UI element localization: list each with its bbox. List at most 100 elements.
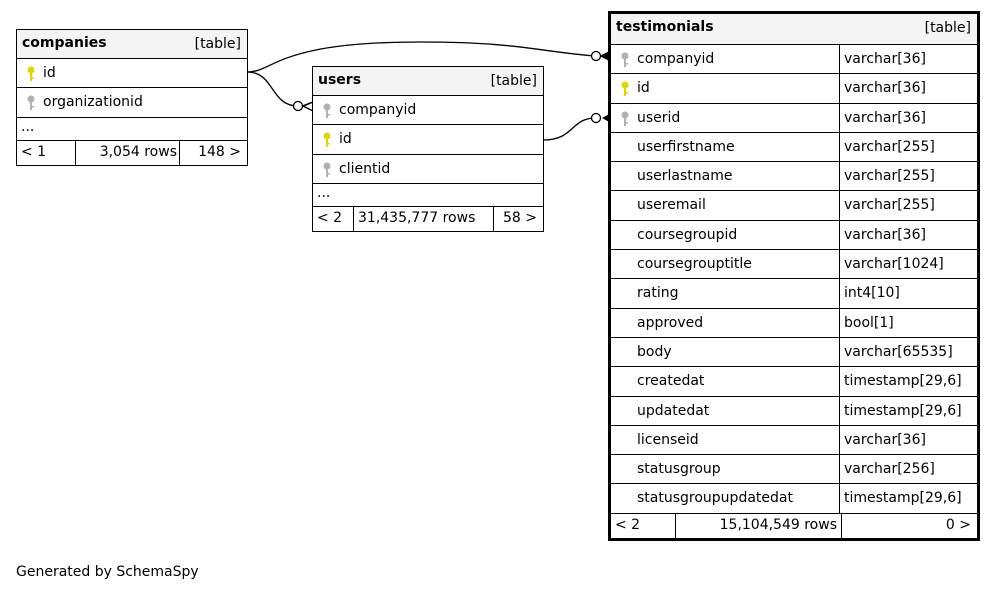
- column-name: coursegrouptitle: [637, 256, 752, 273]
- link-optional-marker: [590, 50, 602, 62]
- column-type: varchar[36]: [839, 45, 977, 74]
- column-type: varchar[255]: [839, 162, 977, 191]
- parent-count[interactable]: < 2: [317, 209, 343, 226]
- table-type: [table]: [194, 36, 241, 52]
- column-row-createdat[interactable]: createdat timestamp[29,6]: [611, 367, 977, 397]
- column-name: id: [43, 65, 56, 81]
- table-users[interactable]: users [table] companyid id clientid ... …: [312, 66, 544, 232]
- parent-count[interactable]: < 2: [615, 516, 641, 533]
- column-name: organizationid: [43, 94, 143, 111]
- column-name: useremail: [637, 197, 706, 214]
- column-row-companyid[interactable]: companyid varchar[36]: [611, 45, 977, 75]
- column-type: varchar[36]: [839, 425, 977, 455]
- column-row-statusgroup[interactable]: statusgroup varchar[256]: [611, 455, 977, 485]
- link-companies-testimonials: [246, 41, 597, 73]
- column-type: varchar[255]: [839, 132, 977, 162]
- column-name: body: [637, 343, 672, 360]
- column-name: companyid: [339, 102, 417, 118]
- parent-count[interactable]: < 1: [21, 143, 47, 160]
- link-companies-users: [246, 71, 299, 107]
- column-name: userid: [637, 109, 681, 126]
- column-type: varchar[36]: [839, 220, 977, 250]
- foreign-key-icon: [323, 103, 331, 118]
- table-name[interactable]: users: [318, 72, 362, 88]
- primary-key-icon: [323, 132, 331, 148]
- column-row-userfirstname[interactable]: userfirstname varchar[255]: [611, 132, 977, 163]
- row-count: 31,435,777 rows: [358, 209, 476, 226]
- column-name: updatedat: [637, 402, 710, 419]
- primary-key-icon: [621, 81, 629, 97]
- column-row-statusgroupupdatedat[interactable]: statusgroupupdatedat timestamp[29,6]: [611, 484, 977, 514]
- more-columns: ...: [17, 118, 247, 141]
- column-row-body[interactable]: body varchar[65535]: [611, 337, 977, 368]
- column-type: timestamp[29,6]: [839, 484, 977, 513]
- foreign-key-icon: [323, 162, 331, 177]
- column-name: id: [637, 80, 650, 97]
- column-row-id[interactable]: id: [17, 59, 247, 89]
- column-row-updatedat[interactable]: updatedat timestamp[29,6]: [611, 396, 977, 426]
- table-footer: < 2 15,104,549 rows 0 >: [611, 513, 977, 538]
- child-count[interactable]: 0 >: [945, 516, 971, 533]
- column-type: varchar[256]: [839, 455, 977, 484]
- link-optional-marker: [590, 112, 602, 124]
- column-name: rating: [637, 285, 679, 302]
- column-name: userlastname: [637, 168, 733, 185]
- column-type: varchar[1024]: [839, 250, 977, 279]
- column-type: int4[10]: [839, 279, 977, 308]
- column-name: coursegroupid: [637, 226, 738, 243]
- link-optional-marker: [292, 100, 304, 112]
- column-list: companyid varchar[36] id varchar[36] userid v…: [611, 45, 977, 514]
- column-name: licenseid: [637, 431, 699, 448]
- column-row-id[interactable]: id: [313, 125, 543, 155]
- column-type: varchar[255]: [839, 191, 977, 220]
- column-name: userfirstname: [637, 138, 735, 155]
- column-row-useremail[interactable]: useremail varchar[255]: [611, 191, 977, 221]
- column-row-companyid[interactable]: companyid: [313, 96, 543, 126]
- column-row-licenseid[interactable]: licenseid varchar[36]: [611, 425, 977, 456]
- table-header: companies [table]: [17, 30, 247, 59]
- column-type: varchar[65535]: [839, 337, 977, 367]
- column-name: statusgroupupdatedat: [637, 490, 793, 507]
- generated-by-caption: Generated by SchemaSpy: [16, 564, 199, 580]
- column-row-id[interactable]: id varchar[36]: [611, 74, 977, 104]
- column-row-clientid[interactable]: clientid: [313, 155, 543, 184]
- table-footer: < 2 31,435,777 rows 58 >: [313, 206, 543, 231]
- column-type: timestamp[29,6]: [839, 396, 977, 425]
- table-footer: < 1 3,054 rows 148 >: [17, 140, 247, 165]
- row-count: 3,054 rows: [99, 143, 177, 160]
- table-type: [table]: [490, 73, 537, 89]
- column-name: clientid: [339, 160, 391, 177]
- foreign-key-icon: [621, 111, 629, 126]
- link-crowfoot-marker: [302, 101, 314, 112]
- column-name: createdat: [637, 373, 705, 390]
- foreign-key-icon: [27, 95, 35, 111]
- table-companies[interactable]: companies [table] id organizationid ... …: [16, 29, 248, 166]
- table-name[interactable]: companies: [22, 35, 107, 51]
- column-type: timestamp[29,6]: [839, 367, 977, 396]
- table-type: [table]: [924, 20, 971, 36]
- table-header: users [table]: [313, 67, 543, 96]
- column-type: varchar[36]: [839, 103, 977, 132]
- foreign-key-icon: [621, 52, 629, 67]
- column-row-rating[interactable]: rating int4[10]: [611, 279, 977, 309]
- table-header: testimonials [table]: [611, 14, 977, 45]
- row-count: 15,104,549 rows: [719, 516, 837, 533]
- table-name[interactable]: testimonials: [616, 19, 714, 35]
- column-name: companyid: [637, 51, 715, 67]
- column-name: statusgroup: [637, 461, 721, 478]
- table-testimonials[interactable]: testimonials [table] companyid varchar[36…: [608, 11, 980, 541]
- column-row-userid[interactable]: userid varchar[36]: [611, 103, 977, 133]
- child-count[interactable]: 58 >: [503, 209, 537, 226]
- column-row-coursegrouptitle[interactable]: coursegrouptitle varchar[1024]: [611, 250, 977, 280]
- column-row-coursegroupid[interactable]: coursegroupid varchar[36]: [611, 220, 977, 251]
- primary-key-icon: [27, 66, 35, 81]
- more-columns: ...: [313, 184, 543, 207]
- link-users-testimonials: [542, 117, 597, 141]
- child-count[interactable]: 148 >: [198, 143, 241, 160]
- column-row-organizationid[interactable]: organizationid: [17, 88, 247, 118]
- column-row-userlastname[interactable]: userlastname varchar[255]: [611, 162, 977, 192]
- column-type: varchar[36]: [839, 74, 977, 103]
- column-name: approved: [637, 314, 704, 331]
